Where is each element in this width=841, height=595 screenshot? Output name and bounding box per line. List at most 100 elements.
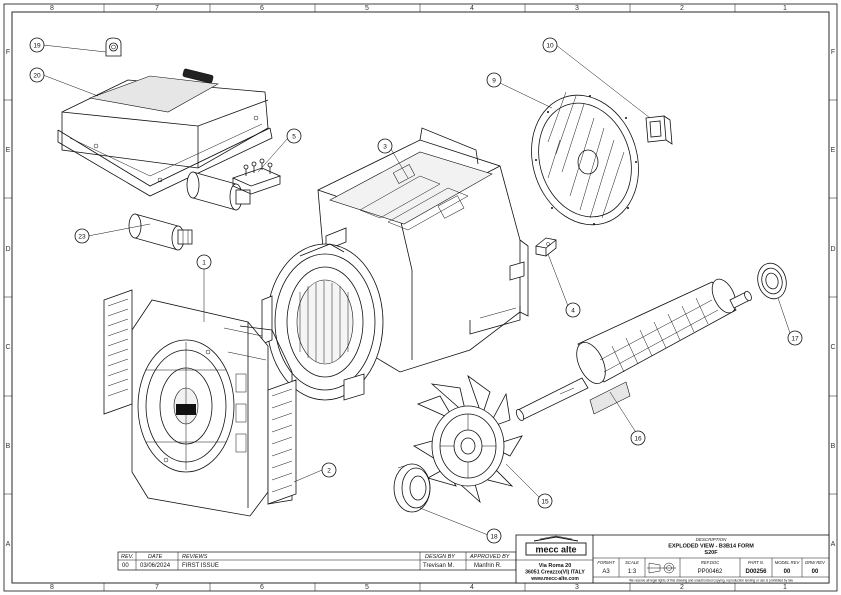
- drw-rev-value: 00: [812, 569, 819, 575]
- approved-by-header: APPROVED BY: [469, 554, 510, 560]
- zone-label: A: [831, 541, 836, 548]
- model-rev-label: MODEL REV: [775, 560, 801, 565]
- part-19-gland-cap: [105, 37, 122, 57]
- zone-label: 3: [575, 5, 579, 12]
- part-capacitor-upper: [186, 171, 251, 211]
- zone-label: 4: [470, 5, 474, 12]
- zone-label: F: [6, 49, 10, 56]
- zone-label: E: [831, 147, 836, 154]
- reviews-value: FIRST ISSUE: [182, 563, 219, 569]
- svg-text:15: 15: [541, 499, 549, 506]
- zone-label: 2: [680, 5, 684, 12]
- drw-rev-label: DRW REV: [805, 560, 826, 565]
- company-logo: mecc alte: [525, 535, 587, 556]
- company-address-2: 36051 Creazzo(VI) ITALY: [525, 570, 585, 576]
- format-label: FORMAT: [597, 560, 615, 565]
- inner-frame: [11, 11, 830, 584]
- zone-label: C: [830, 344, 835, 351]
- zone-label: 1: [783, 5, 787, 12]
- outer-frame: [3, 3, 838, 592]
- design-by-value: Trevisan M.: [423, 563, 454, 569]
- zone-labels-left: F E D C B A: [5, 49, 10, 548]
- balloon-16: 16: [630, 430, 646, 446]
- zone-label: E: [6, 147, 11, 154]
- part-16-rotor: [515, 278, 752, 421]
- design-by-header: DESIGN BY: [425, 554, 455, 560]
- zone-label: 5: [365, 584, 369, 591]
- part-2-louvre-panel: [267, 379, 297, 505]
- part-5-terminal-board: [231, 158, 282, 195]
- svg-text:19: 19: [33, 43, 41, 50]
- balloon-17: 17: [787, 330, 803, 346]
- date-header: DATE: [148, 554, 163, 560]
- svg-text:mecc alte: mecc alte: [535, 545, 576, 555]
- svg-text:4: 4: [571, 308, 575, 315]
- description-line-2: S20F: [704, 550, 718, 556]
- projection-symbol-icon: [647, 562, 676, 574]
- part-3-stator-housing: [261, 127, 529, 401]
- refdoc-label: REF.DOC: [701, 560, 720, 565]
- scale-value: 1:3: [628, 569, 637, 575]
- svg-text:18: 18: [490, 534, 498, 541]
- rev-header: REV.: [121, 554, 134, 560]
- zone-label: 5: [365, 5, 369, 12]
- balloon-23: 23: [74, 228, 90, 244]
- zone-label: 8: [50, 584, 54, 591]
- svg-text:1: 1: [202, 260, 206, 267]
- balloon-9: 9: [486, 72, 502, 88]
- part-10-grommet: [645, 115, 673, 145]
- part-17-bearing: [757, 262, 787, 300]
- zone-label: 4: [470, 584, 474, 591]
- balloon-15: 15: [537, 493, 553, 509]
- zone-label: 1: [783, 584, 787, 591]
- zone-label: 7: [155, 5, 159, 12]
- svg-text:10: 10: [546, 43, 554, 50]
- balloon-5: 5: [286, 128, 302, 144]
- description-label: DESCRIPTION: [696, 537, 728, 542]
- zone-label: D: [5, 246, 10, 253]
- part-4-block: [535, 237, 557, 257]
- svg-text:17: 17: [791, 336, 799, 343]
- svg-text:9: 9: [492, 78, 496, 85]
- balloon-3: 3: [377, 138, 393, 154]
- zone-label: C: [5, 344, 10, 351]
- zone-label: 8: [50, 5, 54, 12]
- zone-label: 6: [260, 5, 264, 12]
- description-line-1: EXPLODED VIEW - B3B14 FORM: [668, 544, 754, 550]
- refdoc-value: PP00462: [698, 569, 723, 575]
- scale-label: SCALE: [625, 560, 639, 565]
- part-louvre-panel-left: [103, 289, 133, 415]
- balloon-2: 2: [321, 462, 337, 478]
- date-value: 03/06/2024: [140, 563, 171, 569]
- part-18-bearing: [393, 463, 431, 513]
- balloon-10: 10: [542, 37, 558, 53]
- zone-labels-bottom: 8 7 6 5 4 3 2 1: [50, 584, 787, 591]
- svg-text:23: 23: [78, 234, 86, 241]
- balloon-4: 4: [565, 302, 581, 318]
- zone-labels-top: 8 7 6 5 4 3 2 1: [50, 5, 787, 12]
- svg-text:5: 5: [292, 134, 296, 141]
- svg-text:20: 20: [33, 73, 41, 80]
- part-15-fan: [413, 374, 523, 504]
- zone-label: 2: [680, 584, 684, 591]
- part-number-value: D00256: [745, 569, 767, 575]
- reviews-header: REVIEWS: [182, 554, 208, 560]
- svg-text:16: 16: [634, 436, 642, 443]
- zone-label: 3: [575, 584, 579, 591]
- part-1-end-shield: [131, 299, 293, 517]
- model-rev-value: 00: [784, 569, 791, 575]
- svg-text:3: 3: [383, 144, 387, 151]
- zone-label: B: [831, 443, 836, 450]
- legal-notice: We reserve all legal rights of this draw…: [629, 579, 794, 583]
- zone-label: 7: [155, 584, 159, 591]
- balloon-18: 18: [486, 528, 502, 544]
- balloon-1: 1: [196, 254, 212, 270]
- svg-text:2: 2: [327, 468, 331, 475]
- approved-by-value: Manfrin R.: [474, 563, 502, 569]
- part-23-capacitor: [128, 213, 193, 251]
- rev-value: 00: [122, 563, 129, 569]
- zone-label: F: [831, 49, 835, 56]
- balloon-20: 20: [29, 67, 45, 83]
- zone-label: B: [6, 443, 11, 450]
